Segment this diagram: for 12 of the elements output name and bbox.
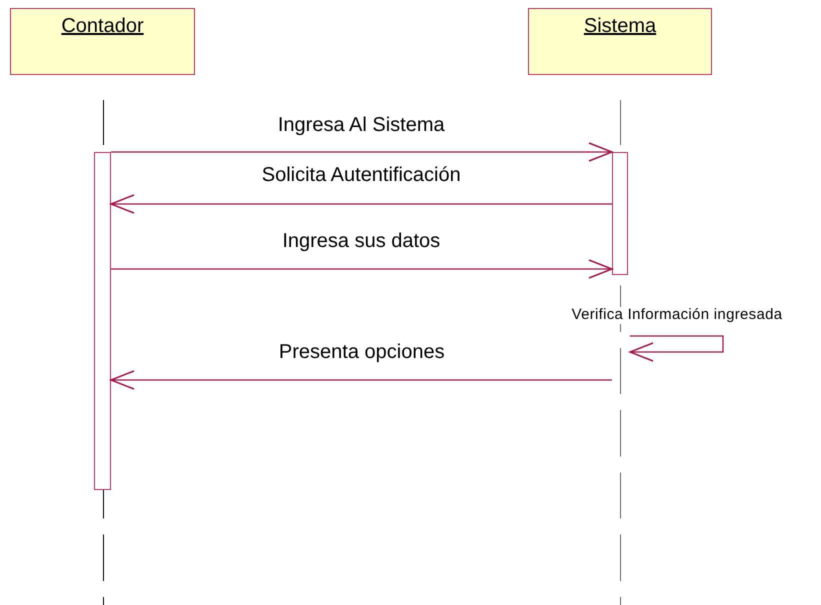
message-arrow xyxy=(110,194,612,214)
edge-label: Verifica Información ingresada xyxy=(570,307,784,324)
participant-name: Contador xyxy=(61,15,144,38)
message-arrow xyxy=(111,259,613,279)
message-arrow xyxy=(629,335,724,362)
message-arrow xyxy=(111,142,613,162)
participant-box xyxy=(10,8,195,75)
activation-bar xyxy=(94,152,111,490)
participant-box xyxy=(528,8,712,75)
message-arrow xyxy=(110,370,612,390)
activation-bar xyxy=(612,152,628,275)
participant-name: Sistema xyxy=(584,15,656,38)
